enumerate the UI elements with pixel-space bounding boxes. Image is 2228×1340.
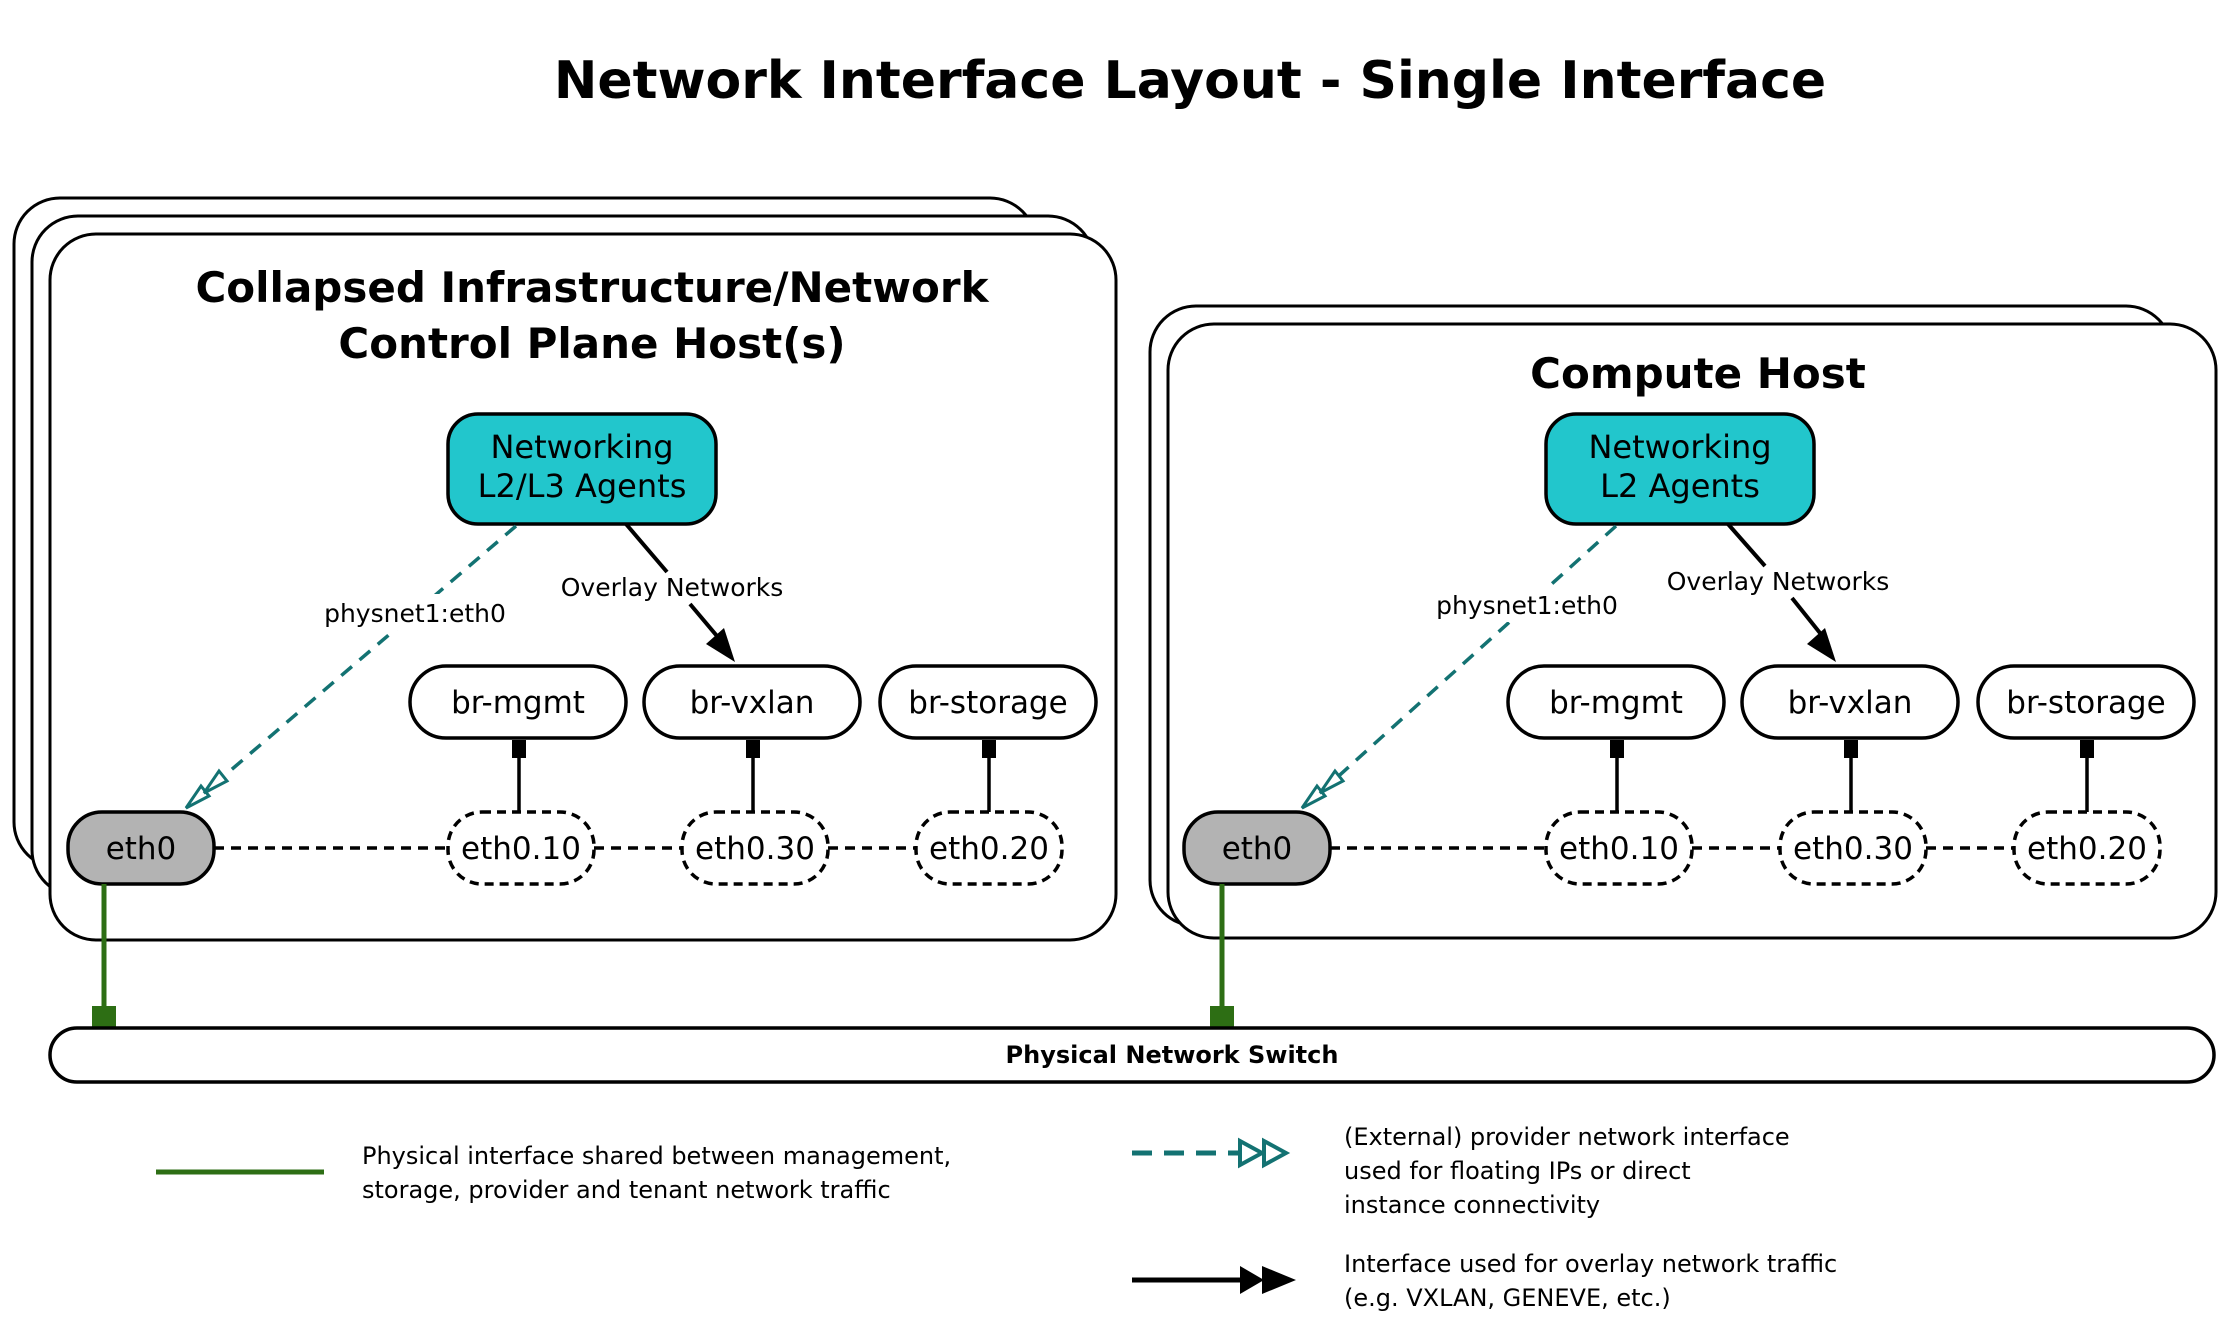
physnet-label-bg [330,594,500,630]
vlan-interface-label: eth0.10 [1559,831,1679,867]
physnet-label-bg [1442,586,1612,622]
physnet-label: physnet1:eth0 [1436,591,1618,620]
legend: Physical interface shared between manage… [156,1123,1837,1312]
host-title-line-1: Compute Host [1530,349,1866,398]
bridge-port [512,740,526,758]
control-plane-host: Collapsed Infrastructure/Network Control… [12,196,1118,942]
vlan-interface-eth0-30 [680,810,830,886]
overlay-label: Overlay Networks [1667,567,1890,596]
legend-overlay-arrowhead-2 [1262,1266,1296,1294]
host-title-line-1: Collapsed Infrastructure/Network [195,263,989,312]
diagram-title: Network Interface Layout - Single Interf… [554,51,1826,111]
networking-agent-box [1544,412,1816,526]
host-frame [48,232,1118,942]
provider-arrowhead-2 [202,768,230,795]
agent-label-line-2: L2 Agents [1600,467,1760,505]
agent-label-line-1: Networking [1588,428,1771,466]
physical-interface-label: eth0 [1222,831,1293,867]
bridge-label: br-vxlan [690,685,815,721]
bridge-br-storage [878,664,1098,740]
overlay-arrowhead [706,628,735,662]
bridge-label: br-mgmt [1549,685,1683,721]
bridge-port [1610,740,1624,758]
legend-provider-line-1: (External) provider network interface [1344,1123,1790,1151]
vlan-interface-label: eth0.20 [929,831,1049,867]
legend-provider-line-2: used for floating IPs or direct [1344,1157,1691,1185]
bridge-br-mgmt [408,664,628,740]
bridge-label: br-mgmt [451,685,585,721]
agent-label-line-1: Networking [490,428,673,466]
vlan-interface-eth0-30 [1778,810,1928,886]
physical-interface-eth0 [66,810,216,886]
host-title-line-2: Control Plane Host(s) [338,319,845,368]
vlan-interface-eth0-20 [914,810,1064,886]
legend-provider-arrowhead-1 [1238,1137,1267,1169]
bridge-br-vxlan [642,664,862,740]
overlay-link-lower [1790,596,1826,640]
overlay-arrowhead [1807,628,1836,662]
bridge-label: br-storage [908,685,1067,721]
vlan-interface-label: eth0.30 [1793,831,1913,867]
agent-label-line-2: L2/L3 Agents [478,467,687,505]
legend-overlay-arrowhead-1 [1240,1266,1264,1294]
legend-overlay-line-2: (e.g. VXLAN, GENEVE, etc.) [1344,1284,1671,1312]
vlan-interface-label: eth0.30 [695,831,815,867]
switch-port [1210,1006,1234,1028]
bridge-port [2080,740,2094,758]
bridge-label: br-storage [2006,685,2165,721]
bridge-br-vxlan [1740,664,1960,740]
overlay-link [1726,522,1767,568]
provider-arrowhead-2 [1318,768,1346,795]
provider-link [1310,524,1618,802]
compute-host: Compute Host Networking L2 Agents physne… [1148,304,2218,940]
physical-network-switch [48,1026,2216,1084]
vlan-interface-label: eth0.10 [461,831,581,867]
vlan-interface-eth0-20 [2012,810,2162,886]
bridge-port [982,740,996,758]
legend-physical-line-2: storage, provider and tenant network tra… [362,1176,891,1204]
vlan-interface-eth0-10 [1544,810,1694,886]
host-frame [1166,322,2218,940]
bridge-br-mgmt [1506,664,1726,740]
switch-port [92,1006,116,1028]
bridge-br-storage [1976,664,2196,740]
legend-provider-line-3: instance connectivity [1344,1191,1600,1219]
networking-agent-box [446,412,718,526]
physical-interface-eth0 [1182,810,1332,886]
overlay-link [624,522,669,574]
vlan-interface-eth0-10 [446,810,596,886]
legend-overlay-line-1: Interface used for overlay network traff… [1344,1250,1837,1278]
bridge-port [1844,740,1858,758]
switch-label: Physical Network Switch [1006,1041,1339,1069]
vlan-interface-label: eth0.20 [2027,831,2147,867]
legend-physical-line-1: Physical interface shared between manage… [362,1142,951,1170]
overlay-label: Overlay Networks [561,573,784,602]
bridge-port [746,740,760,758]
physnet-label: physnet1:eth0 [324,599,506,628]
bridge-label: br-vxlan [1788,685,1913,721]
physical-interface-label: eth0 [106,831,177,867]
legend-provider-arrowhead-2 [1262,1137,1291,1169]
